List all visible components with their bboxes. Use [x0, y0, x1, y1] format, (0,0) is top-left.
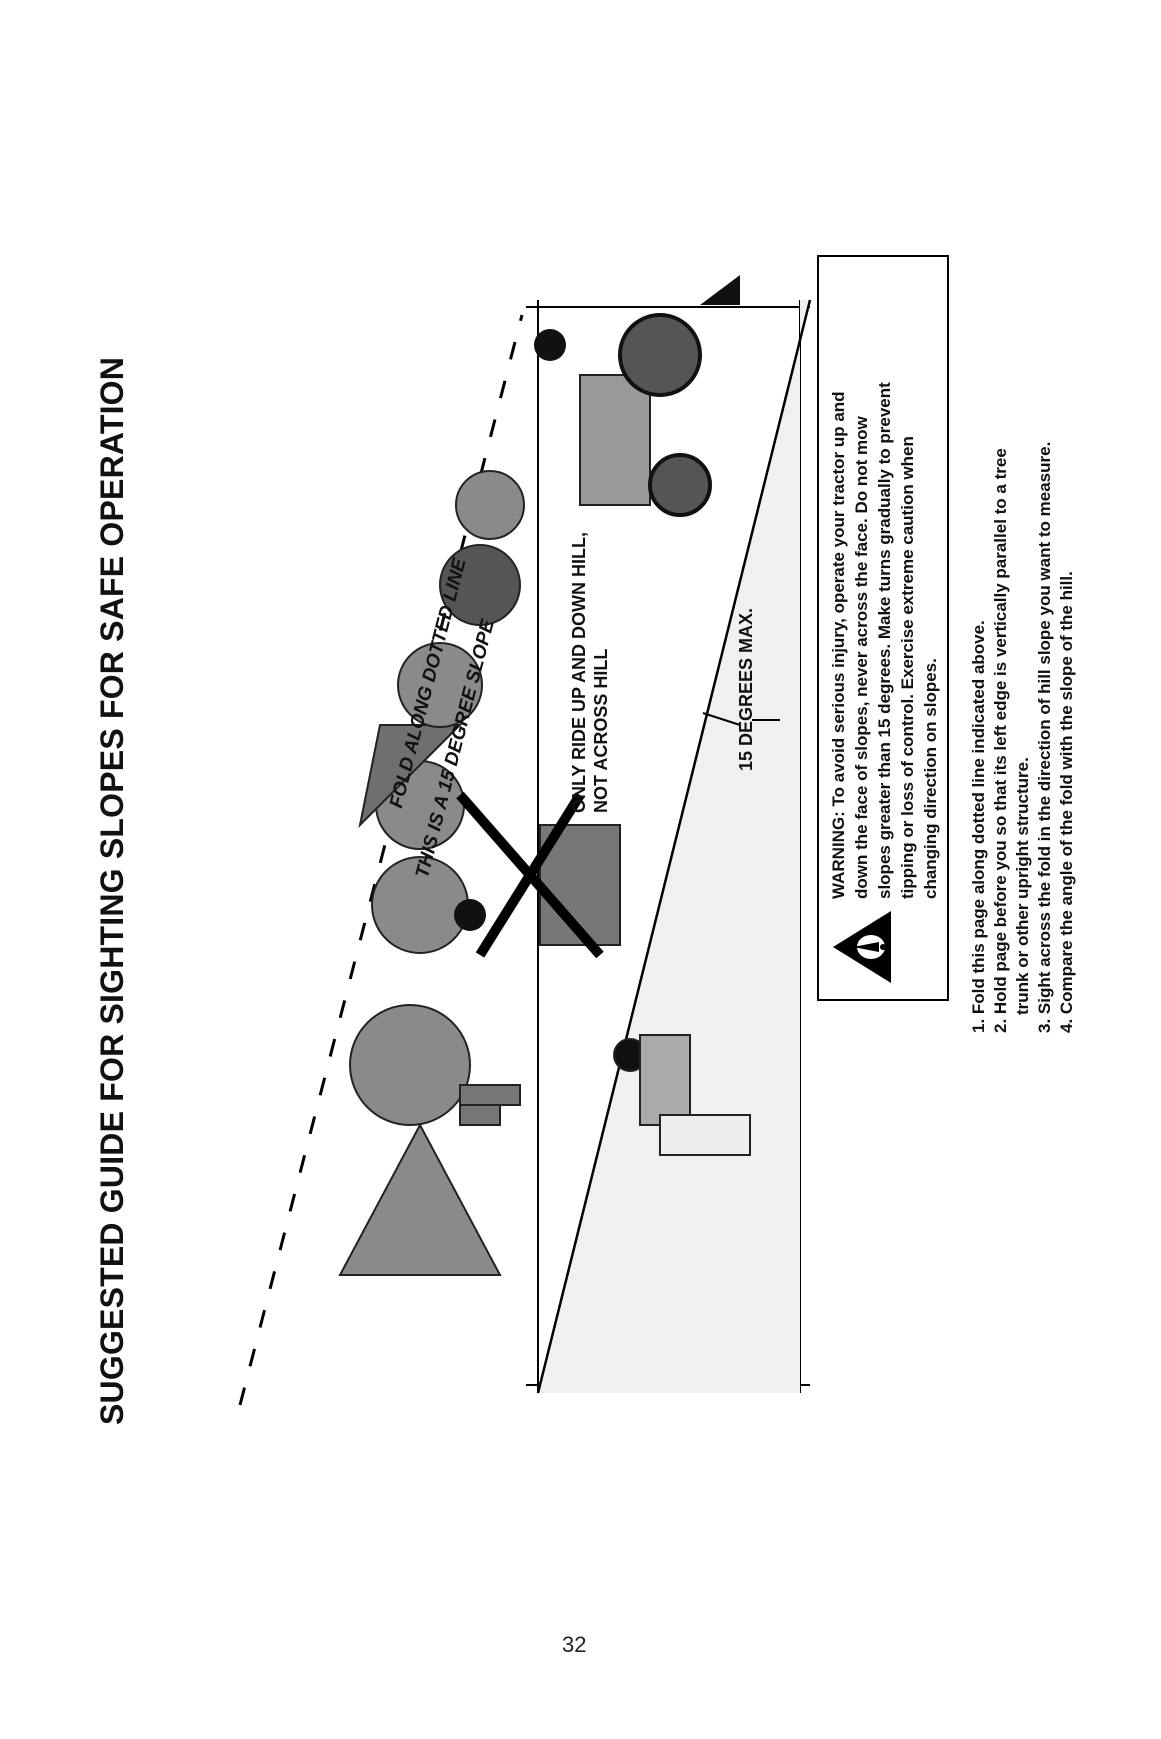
warning-triangle-icon: [833, 911, 891, 983]
step-item: 2. Hold page before you so that its left…: [991, 448, 1010, 1033]
person-sighting: [613, 1034, 751, 1156]
angle-arrow-upper: [702, 712, 741, 726]
slope-illustration: [238, 275, 812, 1406]
warning-line: slopes greater than 15 degrees. Make tur…: [875, 382, 894, 899]
warning-line: WARNING: To avoid serious injury, operat…: [829, 391, 848, 899]
step-item: 4. Compare the angle of the fold with th…: [1057, 571, 1076, 1033]
tree-row: [338, 470, 525, 1276]
step-item: trunk or other upright structure.: [1013, 757, 1032, 1015]
warning-box: WARNING: To avoid serious injury, operat…: [817, 255, 949, 1001]
ride-instruction-label: ONLY RIDE UP AND DOWN HILL, NOT ACROSS H…: [568, 532, 612, 813]
rotated-page-content: SUGGESTED GUIDE FOR SIGHTING SLOPES FOR …: [40, 255, 1095, 1425]
step-item: 3. Sight across the fold in the directio…: [1035, 441, 1054, 1033]
ride-label-line-2: NOT ACROSS HILL: [591, 648, 611, 813]
tractor-up-down-hill: [534, 275, 740, 517]
crossed-out-tractor: [454, 791, 621, 959]
degrees-max-label: 15 DEGREES MAX.: [736, 607, 756, 771]
page-number: 32: [562, 1632, 587, 1657]
warning-text: WARNING: To avoid serious injury, operat…: [827, 269, 942, 899]
hill-slope-line: [536, 299, 812, 1394]
warning-line: down the face of slopes, never across th…: [852, 416, 871, 899]
dotted-fold-line: [238, 314, 524, 1406]
warning-line: tipping or loss of control. Exercise ext…: [898, 436, 917, 899]
step-item: 1. Fold this page along dotted line indi…: [969, 620, 988, 1033]
ride-label-line-1: ONLY RIDE UP AND DOWN HILL,: [569, 531, 589, 813]
warning-line: changing direction on slopes.: [921, 658, 940, 899]
instruction-steps: 1. Fold this page along dotted line indi…: [968, 293, 1078, 1033]
